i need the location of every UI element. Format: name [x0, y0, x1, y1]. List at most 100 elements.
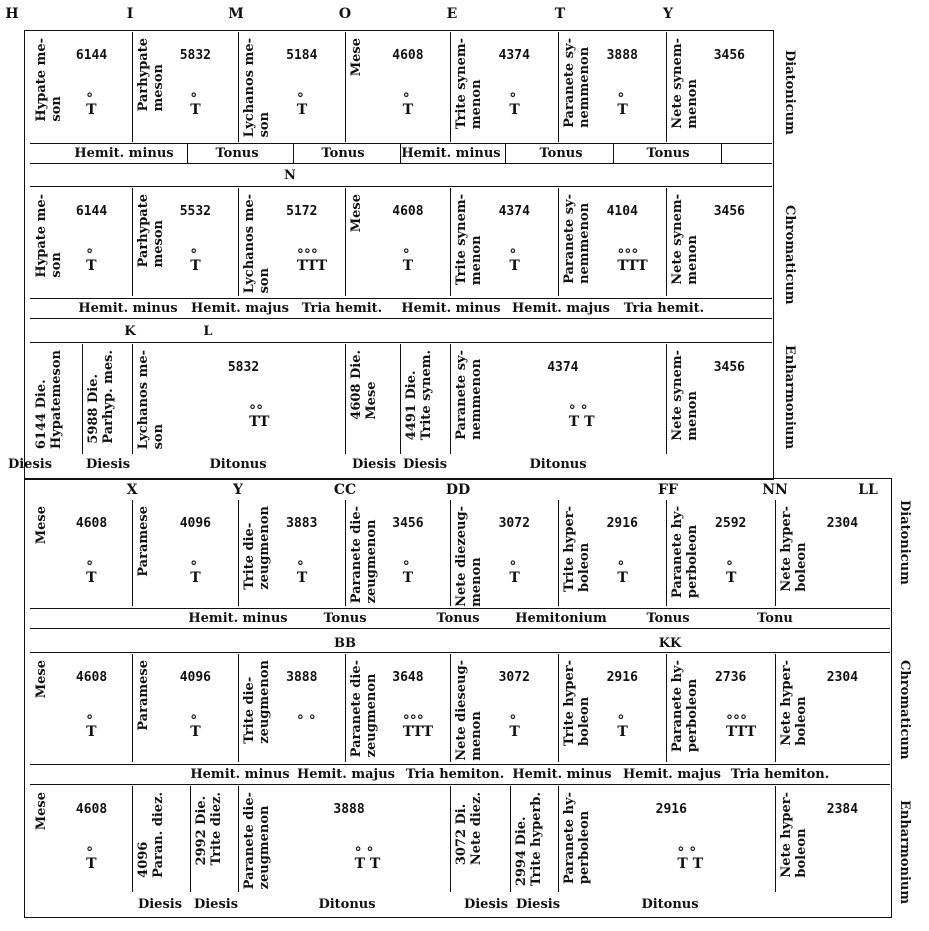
lower-chromatic-interval-label: Hemit. majus [297, 767, 395, 782]
cell-divider [132, 344, 133, 454]
lower-diatonic-interval-label: Tonu [757, 611, 793, 626]
header-letter-M: M [228, 6, 244, 22]
note-name: Paranete die- zeugmenon [349, 506, 379, 604]
note-name: Paranete hy- perboleon [670, 506, 700, 599]
upper-enharmonic-note-cell: 4491 Die. Trite synem. [400, 344, 450, 454]
cell-divider [775, 500, 776, 606]
note-name: Lychanos me- son [136, 350, 166, 450]
cell-divider [238, 188, 239, 296]
lower-mark-line [30, 652, 890, 653]
note-name: Paramese [136, 660, 151, 731]
cell-divider [558, 654, 559, 762]
mid-letter-FF: FF [658, 482, 678, 498]
lower-enharmonic-note-cell: 3072 Di. Nete diez. [450, 786, 510, 892]
note-name: 6144 Die. Hypatemeson [34, 350, 64, 450]
cell-divider [345, 188, 346, 296]
tone-symbol: ° T [296, 91, 308, 118]
note-name: Mese [34, 792, 49, 831]
side-label-chromaticum-lower: Chromaticum [897, 660, 912, 760]
tone-symbol: ° ° T T [568, 403, 595, 430]
note-name: 2992 Die. Trite diez. [194, 792, 224, 866]
note-name: Nete diezeug- menon [454, 506, 484, 607]
cell-divider [345, 654, 346, 762]
note-ratio-value: 4608 [75, 670, 108, 685]
tone-symbol: ° T [617, 559, 628, 586]
cell-divider [558, 786, 559, 892]
upper-enharmonic-note-cell: 4608 Die. Mese [345, 344, 400, 454]
mid-letter-LL: LL [858, 482, 878, 498]
lower-enharmonic-interval-label: Diesis [193, 897, 239, 912]
upper-chromatic-interval-label: Hemit. majus [512, 301, 610, 316]
cell-divider [238, 654, 239, 762]
note-name: Paranete hy- perboleon [562, 792, 592, 885]
side-label-chromaticum-upper: Chromaticum [782, 205, 797, 305]
note-ratio-value: 2916 [606, 670, 638, 685]
mark-KK: KK [658, 636, 682, 651]
note-name: Nete hyper- boleon [779, 660, 809, 746]
upper-enharmonic-note-cell: 6144 Die. Hypatemeson [30, 344, 82, 454]
tone-symbol: ° T [86, 713, 97, 740]
note-ratio-value: 4374 [498, 204, 530, 219]
header-letter-I: I [126, 6, 134, 22]
note-ratio-value: 3456 [713, 360, 745, 375]
upper-chromatic-interval-label: Tria hemit. [623, 301, 705, 316]
lower-diatonic-interval-label: Hemitonium [515, 611, 607, 626]
note-name: 4491 Die. Trite synem. [404, 350, 434, 441]
mid-letter-CC: CC [333, 482, 357, 498]
note-name: Trite die- zeugmenon [242, 660, 272, 744]
cell-divider [558, 500, 559, 606]
tone-symbol: ° T [190, 91, 201, 118]
note-name: Parhypate meson [136, 194, 166, 268]
note-ratio-value: 4608 [75, 802, 108, 817]
tone-symbol: ° ° T T [354, 845, 381, 872]
header-letter-Y: Y [663, 6, 673, 22]
upper-diatonic-interval-label: Hemit. minus [401, 146, 501, 161]
cell-divider [132, 654, 133, 762]
mark-N: N [284, 168, 296, 183]
lower-diatonic-interval-label: Hemit. minus [188, 611, 288, 626]
note-ratio-value: 2736 [715, 670, 747, 685]
mark-K: K [124, 324, 136, 339]
note-name: Hypate me- son [34, 194, 64, 278]
note-ratio-value: 5832 [227, 360, 260, 375]
interval-tick [293, 143, 294, 163]
cell-divider [666, 32, 667, 142]
tone-symbol: ° T [509, 559, 520, 586]
lower-enharmonic-note-cell: 2994 Die. Trite hyperb. [510, 786, 558, 892]
tone-symbol: ° T [86, 91, 97, 118]
cell-divider [132, 500, 133, 606]
lower-diatonic-interval-label: Tonus [323, 611, 367, 626]
note-ratio-value: 4608 [75, 516, 108, 531]
note-name: 3072 Di. Nete diez. [454, 792, 484, 866]
note-name: Lychanos me- son [242, 194, 272, 294]
lower-enharmonic-interval-label: Diesis [515, 897, 561, 912]
cell-divider [775, 786, 776, 892]
note-name: Paranete die- zeugmenon [349, 660, 379, 758]
lower-chromatic-line-top [30, 764, 890, 765]
cell-divider [450, 500, 451, 606]
cell-divider [775, 654, 776, 762]
upper-diatonic-interval-label: Tonus [215, 146, 259, 161]
lower-enharmonic-interval-label: Diesis [463, 897, 509, 912]
note-name: Trite synem- menon [454, 194, 484, 286]
tone-symbol: °°° TTT [725, 713, 757, 740]
interval-tick [613, 143, 614, 163]
note-name: Trite die- zeugmenon [242, 506, 272, 590]
tone-symbol: ° T [190, 559, 201, 586]
tone-symbol: ° T [190, 247, 201, 274]
note-name: 2994 Die. Trite hyperb. [514, 792, 544, 887]
tone-symbol: ° T [617, 713, 628, 740]
tone-symbol: ° T [190, 713, 201, 740]
note-ratio-value: 3888 [286, 670, 318, 685]
mark-L: L [203, 324, 213, 339]
cell-divider [345, 500, 346, 606]
